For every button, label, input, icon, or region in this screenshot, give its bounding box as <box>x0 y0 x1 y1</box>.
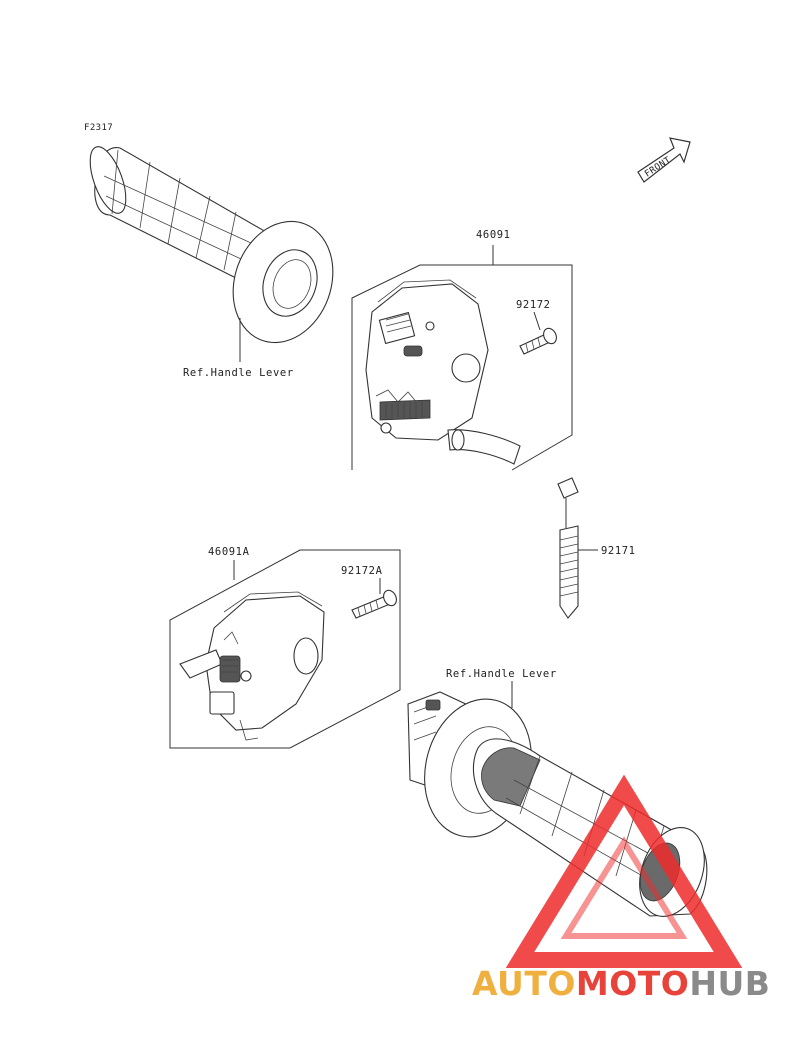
upper-grip <box>89 146 334 362</box>
watermark-hub: HUB <box>689 964 770 1003</box>
switch-housing-right <box>365 279 521 465</box>
watermark-moto: MOTO <box>576 964 689 1003</box>
part-number-46091: 46091 <box>476 229 511 241</box>
switch-housing-left <box>179 591 325 741</box>
lower-grip <box>407 691 708 917</box>
watermark-triangle-icon <box>505 774 743 968</box>
watermark-auto: AUTO <box>472 964 576 1003</box>
part-number-46091A: 46091A <box>208 546 250 558</box>
assy-46091-frame <box>351 245 573 471</box>
part-number-92172A: 92172A <box>341 565 383 577</box>
band-92171 <box>557 477 579 619</box>
ref-label-lower: Ref.Handle Lever <box>446 668 557 680</box>
part-number-92171: 92171 <box>601 545 636 557</box>
screw-92172A <box>351 589 397 619</box>
figure-code: F2317 <box>84 123 113 133</box>
assy-46091A-frame <box>169 549 401 749</box>
screw-92172 <box>519 327 557 355</box>
front-arrow-icon: FRONT <box>637 137 691 183</box>
ref-label-upper: Ref.Handle Lever <box>183 367 294 379</box>
svg-text:AUTOMOTOHUB: AUTOMOTOHUB <box>472 964 770 1003</box>
watermark-logo <box>505 774 743 968</box>
part-number-92172: 92172 <box>516 299 551 311</box>
